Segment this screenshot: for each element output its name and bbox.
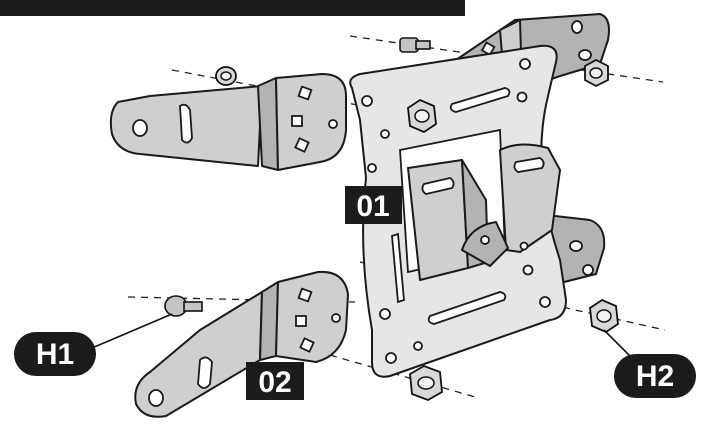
nut-h2: [589, 298, 619, 334]
hardware-h1-callout: H1: [14, 332, 96, 376]
hardware-h2-callout: H2: [614, 354, 696, 398]
nut-plate-upper: [407, 98, 437, 134]
h1-leader-line: [91, 313, 173, 349]
tilt-bracket: [407, 143, 561, 281]
bolt-top-left: [215, 66, 237, 86]
bolt-h1: [164, 295, 203, 317]
hardware-h1-label: H1: [36, 338, 74, 371]
header-bar: [0, 0, 465, 16]
nut-top-right: [584, 58, 609, 88]
part-02-lower-left-bracket: [134, 270, 349, 418]
part-01-label-text: 01: [356, 190, 389, 223]
part-02-label: 02: [246, 362, 304, 400]
nut-bottom: [409, 365, 443, 401]
hardware-h2-label: H2: [636, 360, 674, 393]
part-01-label: 01: [345, 186, 402, 224]
bolt-top-center: [399, 37, 431, 53]
upper-left-bracket: [109, 73, 347, 171]
part-02-label-text: 02: [258, 366, 291, 399]
